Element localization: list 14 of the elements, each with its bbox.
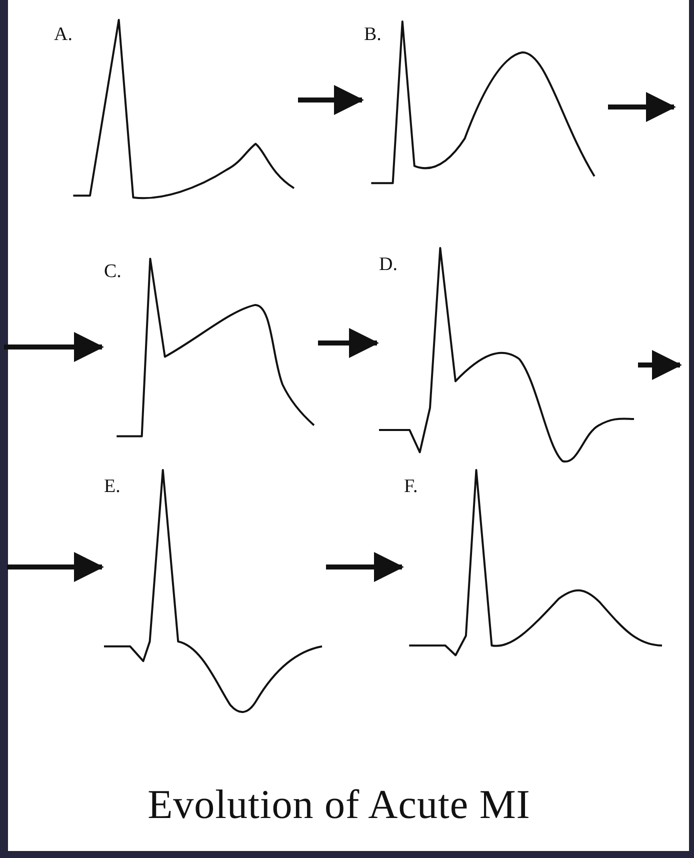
arrow	[318, 328, 379, 358]
diagram-title: Evolution of Acute MI	[148, 781, 530, 827]
panel-letter: A.	[54, 24, 72, 46]
panel-letter: D.	[379, 254, 398, 276]
arrow	[638, 350, 682, 380]
panel-letter: F.	[404, 476, 418, 498]
panel-letter: C.	[104, 261, 122, 283]
arrow	[326, 552, 404, 582]
arrow	[608, 92, 676, 122]
panel-letter: B.	[364, 24, 382, 46]
panel-letter: E.	[104, 476, 120, 498]
arrow	[4, 332, 104, 362]
arrow	[298, 85, 364, 115]
arrow	[7, 552, 104, 582]
